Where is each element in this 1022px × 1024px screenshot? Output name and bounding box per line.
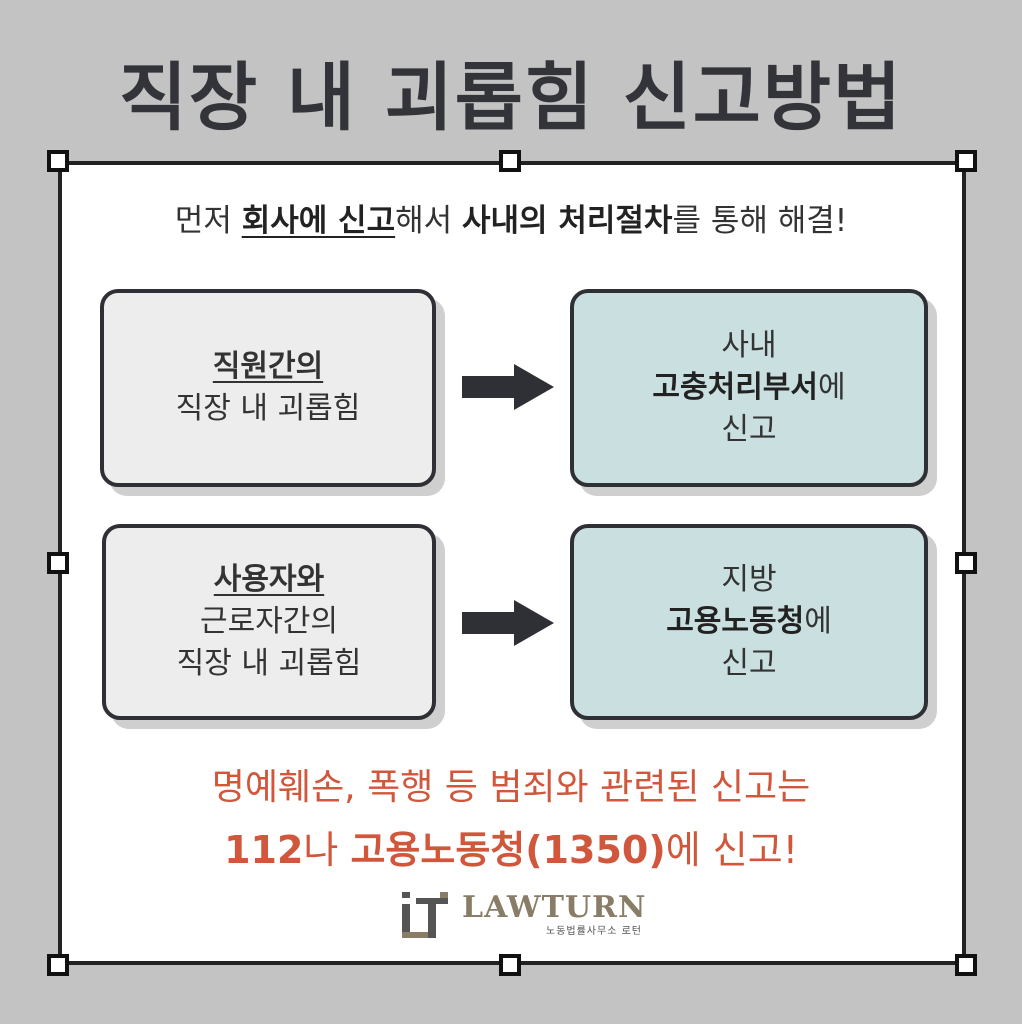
resize-handle-top-center[interactable] (499, 150, 521, 172)
resize-handle-middle-right[interactable] (955, 552, 977, 574)
lawturn-logo: LAWTURN 노동법률사무소 로턴 (398, 888, 648, 944)
page-title: 직장 내 괴롭힘 신고방법 (118, 55, 904, 141)
case-box-employer-employee: 사용자와 근로자간의 직장 내 괴롭힘 (102, 524, 436, 720)
intro-text: 먼저 회사에 신고해서 사내의 처리절차를 통해 해결! (174, 203, 848, 239)
intro-emphasis-report: 회사에 신고 (241, 203, 396, 239)
intro-emphasis-procedure: 사내의 처리절차 (462, 203, 673, 239)
resize-handle-bottom-center[interactable] (499, 954, 521, 976)
logo-subtitle: 노동법률사무소 로턴 (546, 926, 642, 937)
resize-handle-bottom-right[interactable] (955, 954, 977, 976)
action-box-labor-office: 지방 고용노동청에 신고 (570, 524, 928, 720)
case-box-employees: 직원간의 직장 내 괴롭힘 (100, 289, 436, 487)
action-box-internal-grievance: 사내 고충처리부서에 신고 (570, 289, 928, 487)
resize-handle-bottom-left[interactable] (47, 954, 69, 976)
lawturn-mark-icon (402, 892, 448, 938)
resize-handle-top-right[interactable] (955, 150, 977, 172)
resize-handle-middle-left[interactable] (47, 552, 69, 574)
warning-line-1: 명예훼손, 폭행 등 범죄와 관련된 신고는 (211, 767, 811, 808)
arrow-right-icon (462, 364, 554, 410)
logo-name: LAWTURN (462, 890, 647, 925)
resize-handle-top-left[interactable] (47, 150, 69, 172)
arrow-right-icon (462, 600, 554, 646)
warning-line-2: 112나 고용노동청(1350)에 신고! (224, 828, 798, 872)
